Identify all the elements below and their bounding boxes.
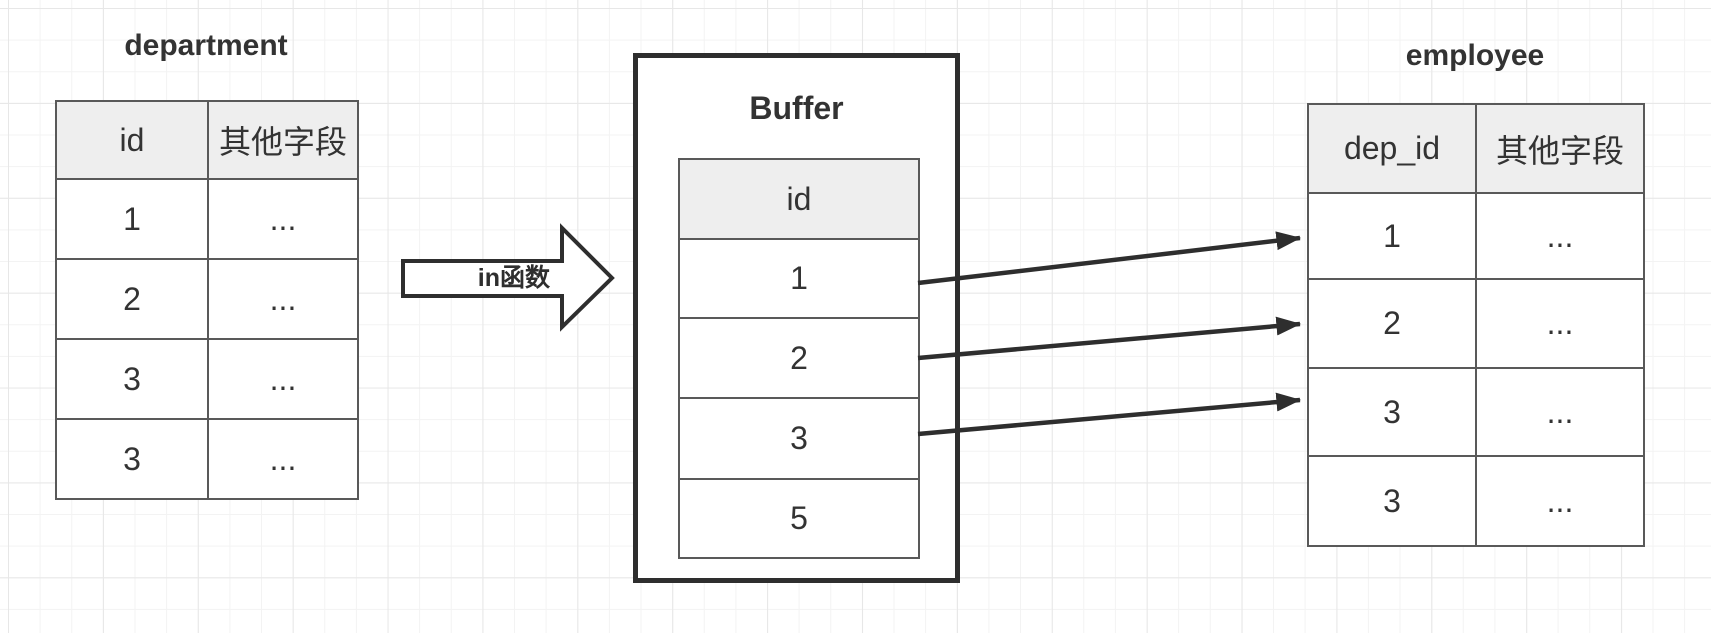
employee-table: dep_id 其他字段 1 ... 2 ... 3 ... 3 ... xyxy=(1307,103,1645,547)
table-cell: 3 xyxy=(1307,455,1477,547)
table-cell: 3 xyxy=(678,397,920,480)
table-cell: ... xyxy=(1475,278,1645,369)
table-cell: 3 xyxy=(55,418,209,500)
table-row: 2 xyxy=(678,317,920,399)
buffer-title: Buffer xyxy=(749,90,844,126)
table-row: 3 ... xyxy=(55,418,359,500)
arrow-buffer-1-to-employee-1 xyxy=(917,231,1302,286)
table-row: 2 ... xyxy=(55,258,359,340)
table-cell: 1 xyxy=(678,238,920,319)
employee-header-dep-id: dep_id xyxy=(1307,103,1477,194)
employee-header-other-fields: 其他字段 xyxy=(1475,103,1645,194)
table-row: 1 ... xyxy=(55,178,359,260)
table-row: 3 ... xyxy=(55,338,359,420)
table-cell: ... xyxy=(1475,192,1645,280)
table-header-row: id xyxy=(678,158,920,240)
table-cell: 5 xyxy=(678,478,920,559)
arrow-buffer-2-to-employee-2 xyxy=(917,316,1302,361)
table-cell: 1 xyxy=(55,178,209,260)
table-row: 3 ... xyxy=(1307,455,1645,547)
table-cell: ... xyxy=(207,418,359,500)
buffer-table: id 1 2 3 5 xyxy=(678,158,920,559)
department-table: id 其他字段 1 ... 2 ... 3 ... 3 ... xyxy=(55,100,359,500)
table-cell: ... xyxy=(207,178,359,260)
table-row: 2 ... xyxy=(1307,278,1645,369)
department-header-other-fields: 其他字段 xyxy=(207,100,359,180)
table-row: 5 xyxy=(678,478,920,559)
buffer-header-id: id xyxy=(678,158,920,240)
employee-title: employee xyxy=(1405,39,1545,72)
table-row: 1 xyxy=(678,238,920,319)
table-row: 3 xyxy=(678,397,920,480)
table-cell: ... xyxy=(207,338,359,420)
department-header-id: id xyxy=(55,100,209,180)
table-row: 3 ... xyxy=(1307,367,1645,457)
table-cell: 2 xyxy=(1307,278,1477,369)
department-title: department xyxy=(124,29,288,62)
table-cell: 3 xyxy=(55,338,209,420)
table-cell: 3 xyxy=(1307,367,1477,457)
table-header-row: dep_id 其他字段 xyxy=(1307,103,1645,194)
table-cell: ... xyxy=(1475,455,1645,547)
table-cell: 2 xyxy=(678,317,920,399)
table-cell: ... xyxy=(1475,367,1645,457)
table-cell: ... xyxy=(207,258,359,340)
table-row: 1 ... xyxy=(1307,192,1645,280)
table-cell: 2 xyxy=(55,258,209,340)
in-function-label: in函数 xyxy=(477,264,550,292)
table-cell: 1 xyxy=(1307,192,1477,280)
table-header-row: id 其他字段 xyxy=(55,100,359,180)
arrow-buffer-3-to-employee-3 xyxy=(917,392,1302,437)
